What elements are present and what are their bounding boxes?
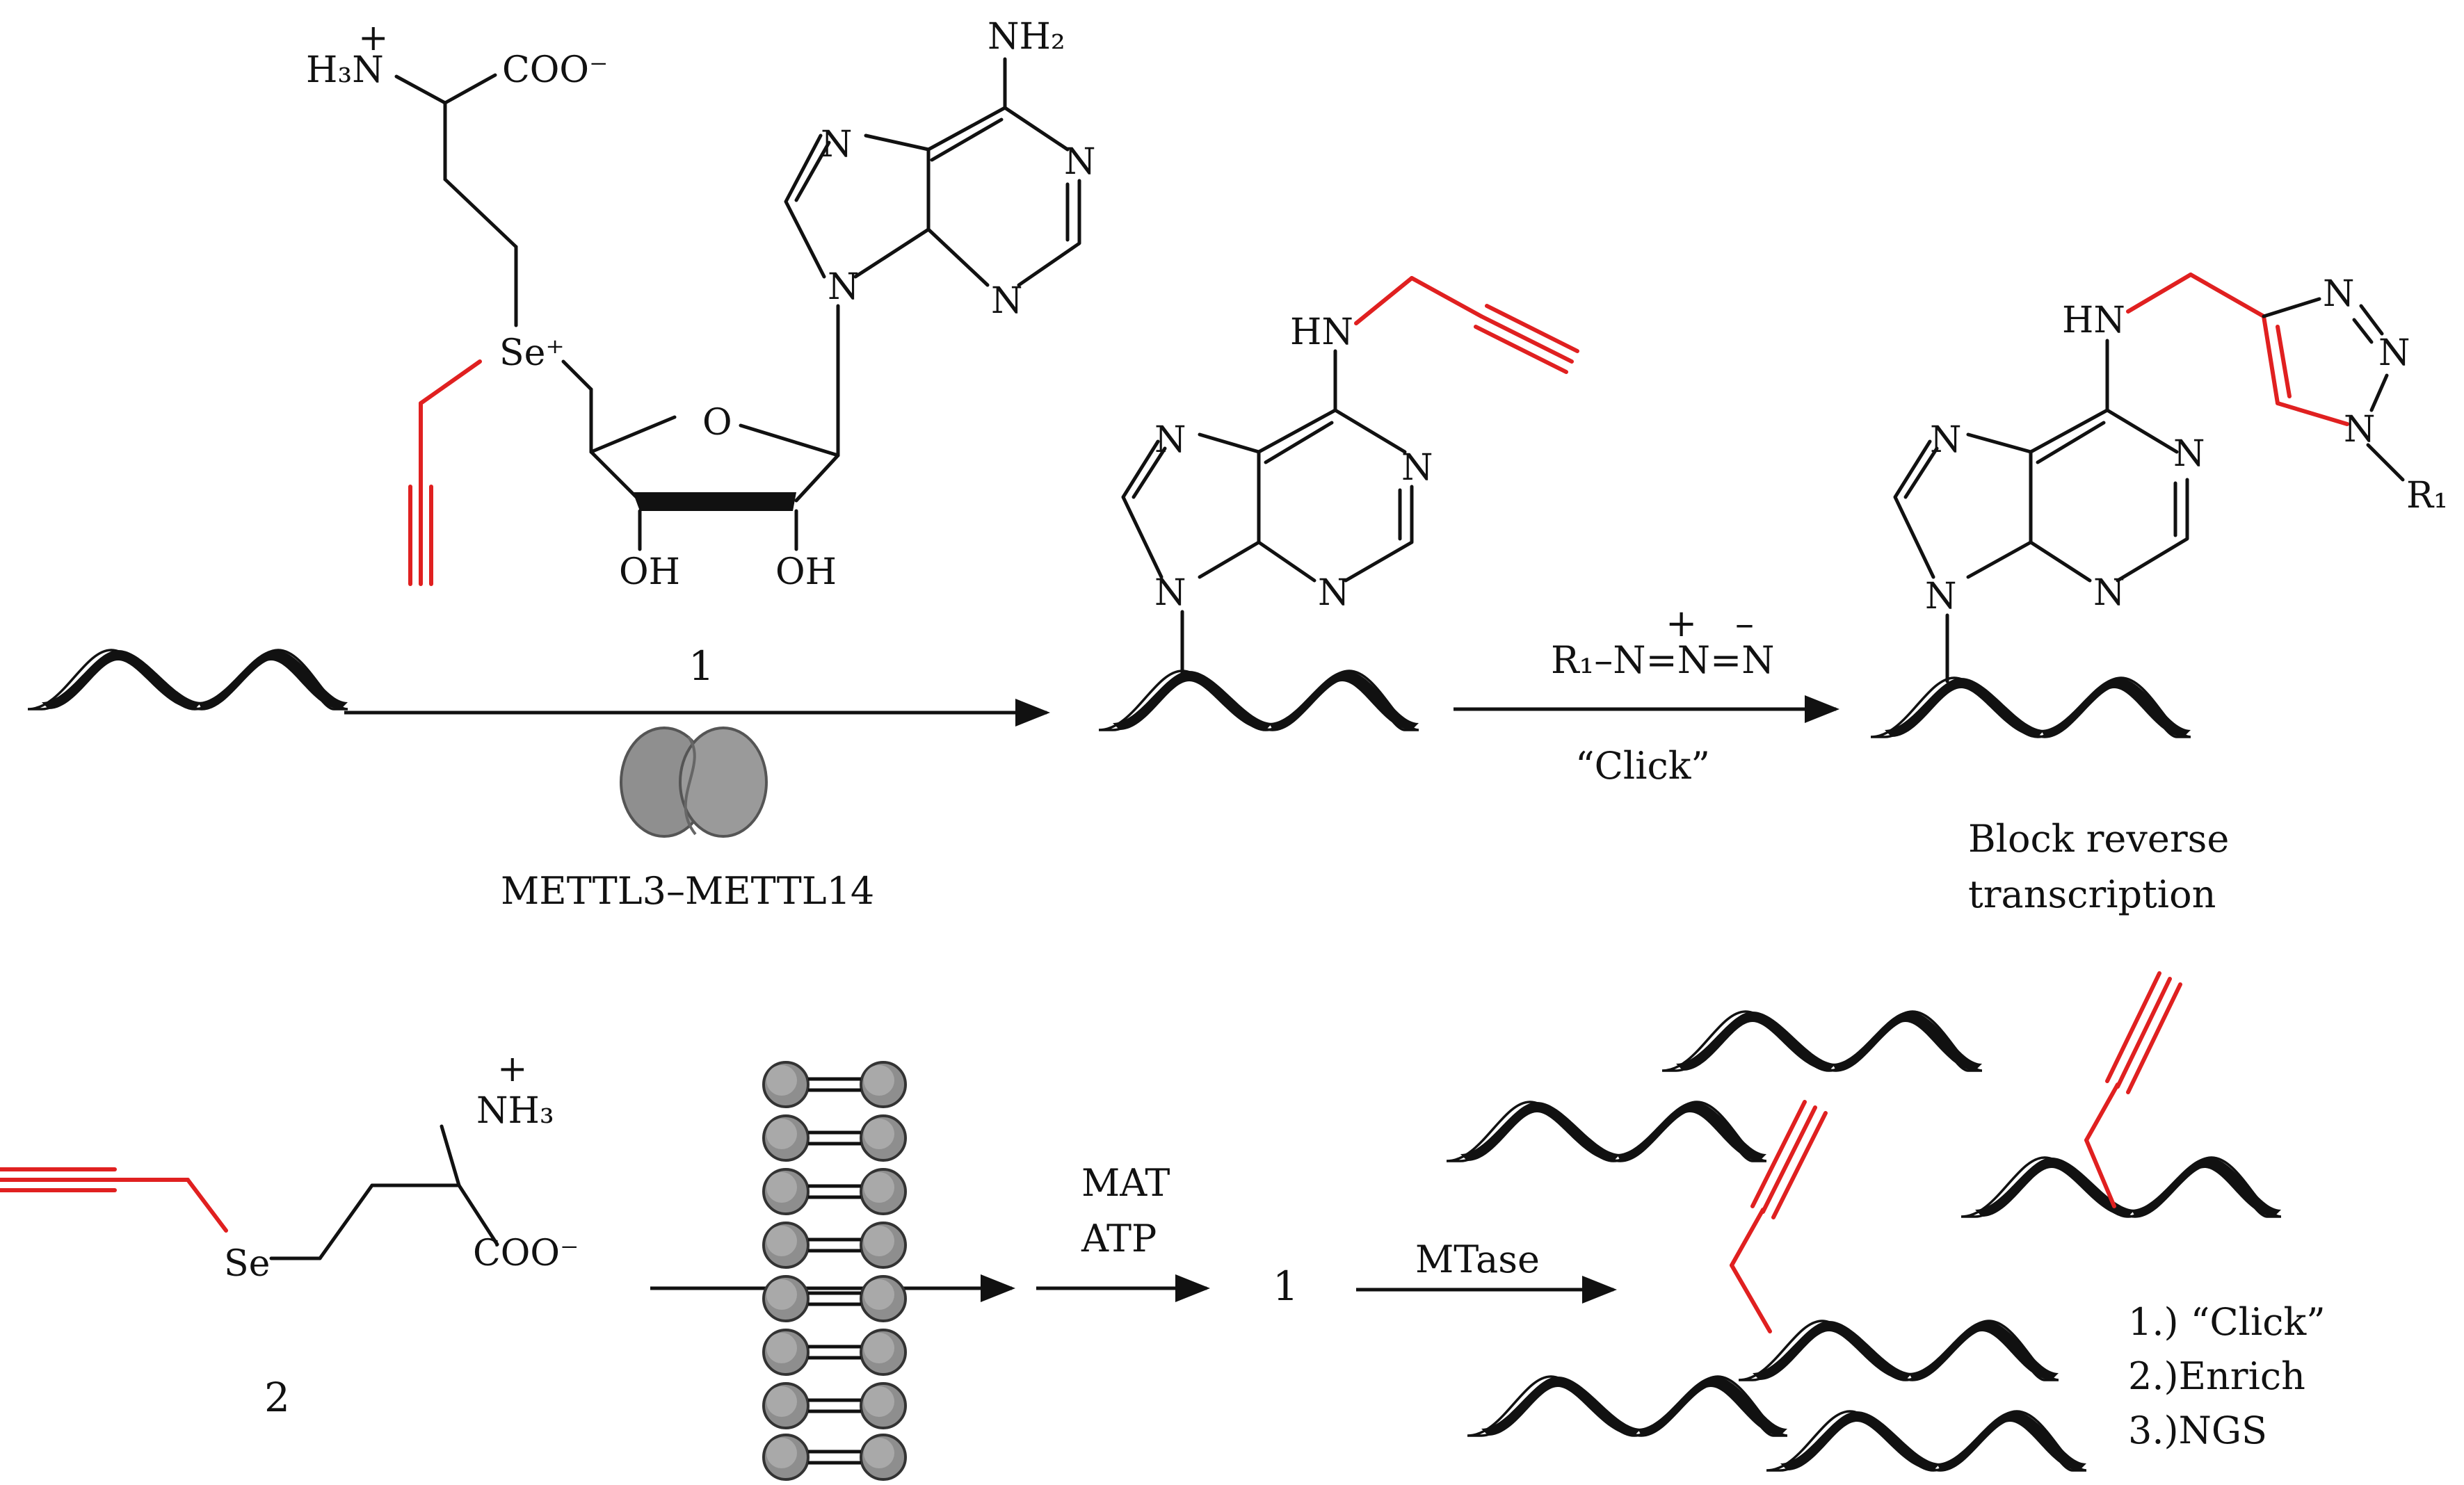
charge-plus-2: + — [497, 1048, 528, 1090]
rna-ribbon-pool — [1737, 1320, 2060, 1381]
atom-n1: N — [1064, 141, 1096, 183]
rna-ribbon-end — [1869, 676, 2192, 738]
svg-text:N: N — [2323, 273, 2355, 315]
azide-plus: + — [1666, 601, 1697, 645]
arrow-1-label: 1 — [689, 642, 714, 690]
atom-r1: R₁ — [2406, 475, 2448, 517]
step-1: 1.) “Click” — [2128, 1300, 2326, 1344]
atom-o-ring: O — [702, 402, 732, 444]
atom-hn-2: HN — [2062, 300, 2125, 341]
cell-membrane — [650, 1061, 1015, 1481]
rna-pool — [1445, 971, 2282, 1472]
propargyl-tag — [2084, 971, 2182, 1208]
atom-nh3: NH₃ — [476, 1090, 554, 1132]
atom-hn-1: HN — [1290, 311, 1353, 353]
svg-text:N: N — [1154, 572, 1186, 614]
atom-n7: N — [821, 124, 853, 165]
atom-coo-2: COO⁻ — [473, 1233, 579, 1274]
charge-plus: + — [358, 17, 389, 59]
mat-label: MAT — [1081, 1161, 1170, 1205]
atp-label: ATP — [1081, 1217, 1157, 1260]
block-label-line2: transcription — [1968, 873, 2216, 916]
atom-n3: N — [991, 280, 1023, 322]
compound-1-structure: H₃N + COO⁻ Se⁺ O OH OH N N N N — [306, 16, 1096, 593]
atom-h3n: H₃N — [306, 49, 384, 91]
rna-ribbon-pool — [1661, 1010, 1983, 1072]
propargyl-tag — [1730, 1100, 1828, 1333]
atom-se: Se — [224, 1243, 270, 1285]
rna-ribbon-pool — [1765, 1410, 2088, 1472]
mtase-label: MTase — [1415, 1238, 1540, 1281]
product-triazole: N N N N HN N N N R₁ — [1869, 273, 2448, 738]
enzyme-label: METTL3–METTL14 — [501, 869, 874, 913]
atom-nh2: NH₂ — [988, 16, 1065, 58]
rna-ribbon-pool — [1445, 1101, 1768, 1162]
rna-ribbon-start — [26, 649, 349, 711]
product-propargyl-a: N N N N HN — [1097, 276, 1579, 731]
rna-ribbon-middle — [1097, 670, 1420, 731]
compound-2-structure: Se COO⁻ NH₃ + 2 — [0, 1048, 579, 1421]
atom-se-plus: Se⁺ — [499, 332, 565, 374]
bond — [394, 74, 447, 105]
svg-text:N: N — [2173, 433, 2205, 475]
svg-text:N: N — [2378, 332, 2410, 374]
rna-ribbon-pool — [1466, 1375, 1789, 1437]
bond — [443, 73, 497, 105]
lipid-bilayer — [762, 1061, 907, 1481]
click-label: “Click” — [1575, 744, 1710, 788]
step-2: 2.)Enrich — [2128, 1354, 2305, 1398]
compound-mid-label: 1 — [1273, 1263, 1298, 1310]
atom-oh-3: OH — [775, 551, 837, 593]
svg-text:N: N — [1318, 572, 1350, 614]
rna-ribbon-pool — [1960, 1156, 2282, 1218]
atom-n9: N — [828, 266, 860, 308]
compound-2-number: 2 — [264, 1374, 290, 1421]
azide-reagent: R₁–N=N=N — [1551, 638, 1775, 682]
svg-text:N: N — [1925, 576, 1957, 617]
azide-minus: – — [1735, 601, 1754, 645]
atom-coo: COO⁻ — [502, 49, 609, 91]
svg-text:N: N — [2344, 409, 2376, 451]
step-3: 3.)NGS — [2128, 1409, 2267, 1452]
block-label-line1: Block reverse — [1968, 817, 2229, 861]
svg-text:N: N — [1401, 447, 1433, 489]
atom-oh-2: OH — [619, 551, 680, 593]
enzyme-icon — [620, 727, 768, 838]
